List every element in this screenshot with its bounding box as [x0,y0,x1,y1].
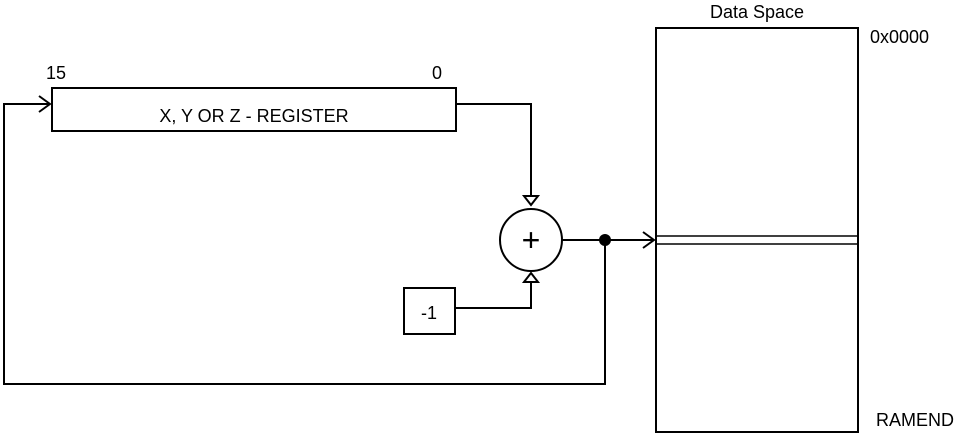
data-space-title: Data Space [710,2,804,22]
data-space-box [655,27,859,433]
adder-plus-icon: + [522,222,541,258]
register-lsb-label: 0 [432,63,442,83]
register-msb-label: 15 [46,63,66,83]
register-to-adder-wire [456,103,532,196]
bottom-address-label: RAMEND [876,410,954,430]
register-label: X, Y OR Z - REGISTER [159,106,348,126]
register-input-arrow [38,95,52,113]
adder-input-arrow-top [521,195,541,207]
decrement-box [403,287,456,335]
decrement-to-adder-wire [455,282,532,309]
decrement-label: -1 [421,303,437,323]
top-address-label: 0x0000 [870,27,929,47]
adder-input-arrow-bottom [521,271,541,283]
memory-input-arrow [642,231,656,249]
register-box [51,87,457,132]
feedback-wire [3,103,606,385]
